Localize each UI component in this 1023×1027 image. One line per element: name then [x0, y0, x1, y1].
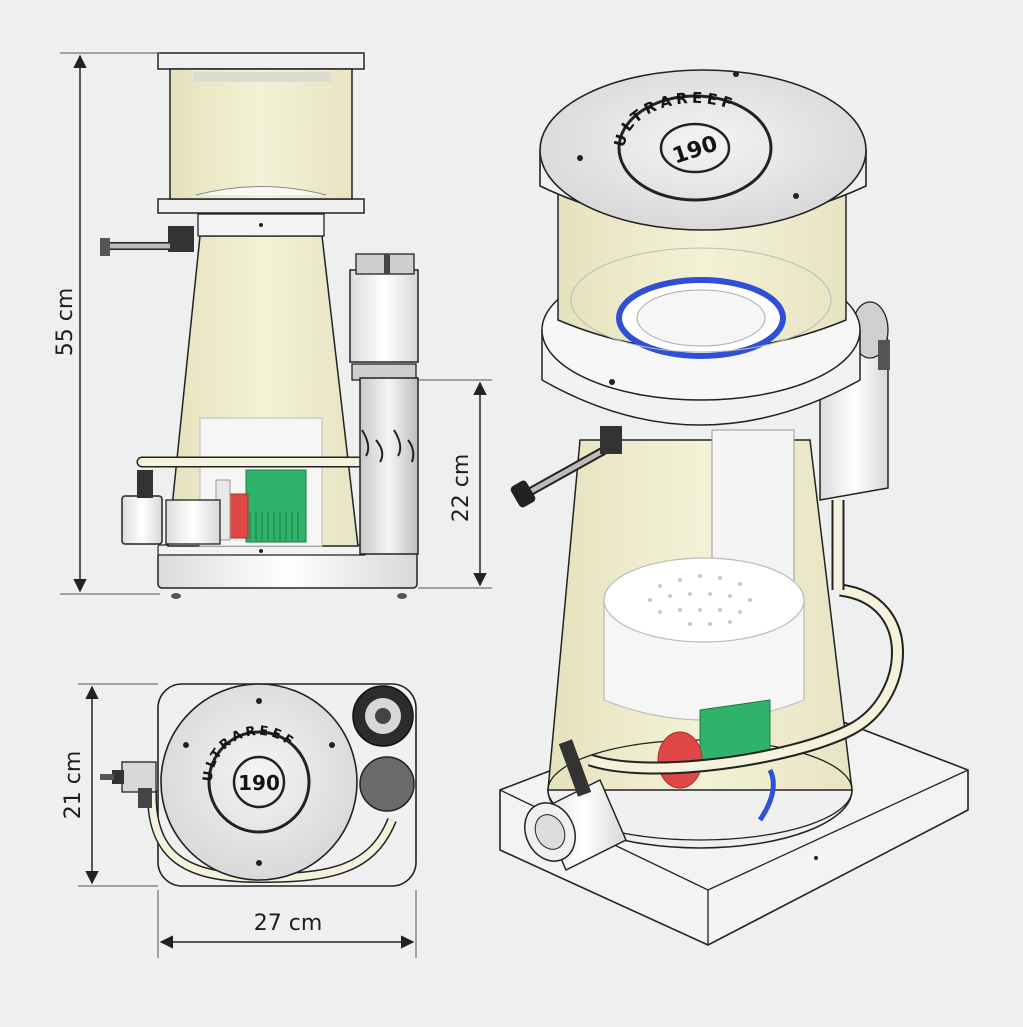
front-pump-impeller — [245, 469, 307, 543]
front-pump-rotor — [227, 493, 249, 539]
depth-label: 21 cm — [61, 751, 86, 820]
front-outlet-nozzle — [121, 495, 163, 545]
front-air-valve — [168, 226, 194, 252]
height-total-label: 55 cm — [53, 288, 78, 357]
height-pump-label: 22 cm — [449, 454, 474, 523]
top-air-intake — [359, 756, 415, 812]
front-dimensions: 55 cm 22 cm — [53, 52, 492, 595]
front-lower-flange — [157, 198, 365, 214]
iso-air-valve — [600, 426, 622, 454]
iso-diffuser-holes — [648, 574, 752, 626]
iso-lid — [539, 69, 867, 231]
width-label: 27 cm — [254, 911, 323, 936]
front-collection-cup — [169, 68, 353, 200]
top-dimensions: 21 cm 27 cm — [61, 683, 417, 958]
front-air-pump-body — [349, 269, 419, 363]
front-base — [157, 551, 418, 589]
front-lid — [157, 52, 365, 70]
top-view: 190 ULTRAREEF — [100, 683, 417, 887]
front-view — [100, 52, 419, 599]
top-logo-model: 190 — [238, 771, 280, 795]
top-lid — [160, 683, 358, 881]
isometric-view: 190 ULTRAREEF — [499, 69, 969, 946]
